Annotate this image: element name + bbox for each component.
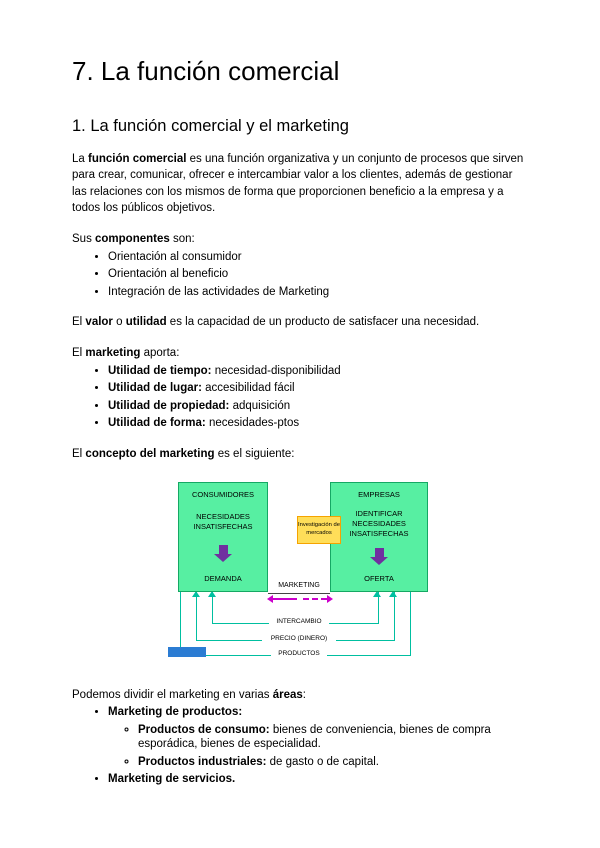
- utility-text: necesidad-disponibilidad: [211, 364, 341, 377]
- list-item: Integración de las actividades de Market…: [108, 285, 528, 299]
- down-arrow-icon: [370, 547, 388, 565]
- marketing-aporta-lead: El marketing aporta:: [72, 347, 180, 360]
- list-item: Utilidad de lugar: accesibilidad fácil: [108, 381, 528, 395]
- box-title: CONSUMIDORES: [191, 490, 255, 499]
- right-dashed-arrow-icon: [303, 595, 333, 603]
- utility-label: Utilidad de lugar:: [108, 382, 202, 395]
- box-bottom-text: DEMANDA: [204, 574, 242, 584]
- marketing-utilities-list: Utilidad de tiempo: necesidad-disponibil…: [72, 364, 528, 431]
- box-title: EMPRESAS: [358, 490, 400, 499]
- box-middle-text: NECESIDADES INSATISFECHAS: [193, 512, 253, 532]
- marketing-concept-diagram: CONSUMIDORES NECESIDADES INSATISFECHAS D…: [72, 477, 528, 673]
- areas-lead: Podemos dividir el marketing en varias á…: [72, 689, 306, 701]
- components-list: Orientación al consumidor Orientación al…: [72, 250, 528, 299]
- market-research-box: Investigación de mercados: [297, 516, 341, 544]
- productos-sublist: Productos de consumo: bienes de convenie…: [108, 723, 528, 769]
- up-arrow-icon: [208, 591, 216, 597]
- list-item: Productos de consumo: bienes de convenie…: [138, 723, 528, 752]
- list-item: Utilidad de propiedad: adquisición: [108, 399, 528, 413]
- utility-label: Utilidad de propiedad:: [108, 399, 230, 412]
- intro-paragraph: La función comercial es una función orga…: [72, 152, 524, 214]
- precio-label: PRECIO (DINERO): [262, 635, 336, 643]
- box-middle-text: IDENTIFICAR NECESIDADES INSATISFECHAS: [349, 509, 409, 538]
- consumers-box: CONSUMIDORES NECESIDADES INSATISFECHAS D…: [178, 482, 268, 592]
- list-item: Orientación al beneficio: [108, 267, 528, 281]
- productos-label: PRODUCTOS: [271, 650, 327, 658]
- left-arrow-icon: [267, 595, 297, 603]
- intercambio-label: INTERCAMBIO: [269, 618, 329, 626]
- utility-text: necesidades-ptos: [205, 417, 300, 430]
- subitem-text: de gasto o de capital.: [266, 755, 379, 768]
- areas-list: Marketing de productos: Productos de con…: [72, 705, 528, 786]
- utility-label: Utilidad de tiempo:: [108, 364, 212, 377]
- section-heading: 1. La función comercial y el marketing: [72, 117, 349, 136]
- subitem-text: bienes de conveniencia, bienes de compra…: [138, 723, 491, 751]
- list-item: Utilidad de forma: necesidades-ptos: [108, 416, 528, 430]
- utility-text: adquisición: [229, 399, 291, 412]
- list-item: Orientación al consumidor: [108, 250, 528, 264]
- list-item: Productos industriales: de gasto o de ca…: [138, 755, 528, 769]
- marketing-divider-line: [268, 593, 330, 594]
- list-item: Marketing de servicios.: [108, 772, 528, 786]
- up-arrow-icon: [192, 591, 200, 597]
- list-item: Utilidad de tiempo: necesidad-disponibil…: [108, 364, 528, 378]
- marketing-label: MARKETING: [278, 582, 320, 589]
- list-item: Marketing de productos: Productos de con…: [108, 705, 528, 769]
- up-arrow-icon: [389, 591, 397, 597]
- area-label: Marketing de productos:: [108, 706, 243, 719]
- area-label: Marketing de servicios.: [108, 773, 236, 786]
- companies-box: EMPRESAS IDENTIFICAR NECESIDADES INSATIS…: [330, 482, 428, 592]
- value-paragraph: El valor o utilidad es la capacidad de u…: [72, 316, 480, 329]
- page-title: 7. La función comercial: [72, 56, 340, 86]
- up-arrow-icon: [373, 591, 381, 597]
- components-lead: Sus componentes son:: [72, 233, 195, 246]
- box-bottom-text: OFERTA: [364, 574, 394, 584]
- down-arrow-icon: [214, 544, 232, 562]
- utility-text: accesibilidad fácil: [201, 382, 295, 395]
- utility-label: Utilidad de forma:: [108, 417, 206, 430]
- subitem-label: Productos industriales:: [138, 755, 267, 768]
- concepto-lead: El concepto del marketing es el siguient…: [72, 447, 295, 460]
- subitem-label: Productos de consumo:: [138, 723, 270, 736]
- blue-highlight-bar: [168, 647, 206, 657]
